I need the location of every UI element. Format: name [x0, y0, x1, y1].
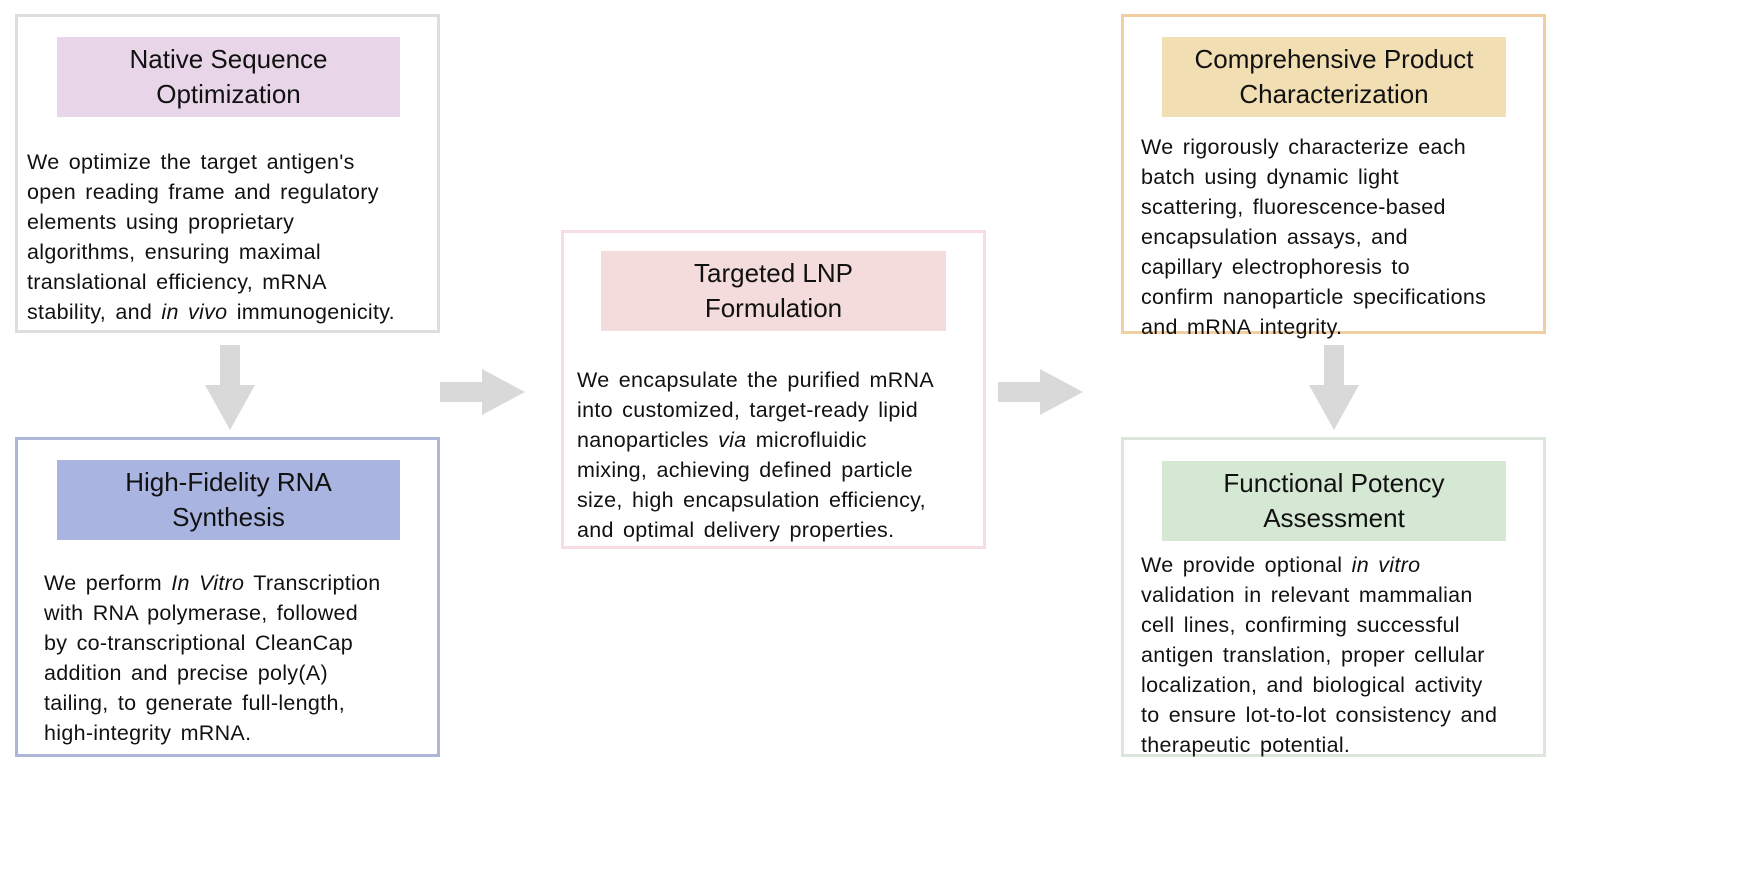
- italic-term: in vitro: [1351, 553, 1421, 577]
- arrow-down-icon: [1309, 345, 1359, 430]
- italic-term: In Vitro: [171, 571, 245, 595]
- step-description: We perform In Vitro Transcription with R…: [44, 571, 381, 745]
- step-description: We optimize the target antigen's open re…: [27, 150, 395, 324]
- italic-term: in vivo: [161, 300, 228, 324]
- italic-term: via: [718, 428, 747, 452]
- arrow-right-icon: [998, 369, 1083, 415]
- arrow-down-icon: [205, 345, 255, 430]
- step-description: We encapsulate the purified mRNA into cu…: [577, 368, 935, 542]
- step-description: We rigorously characterize each batch us…: [1141, 135, 1487, 339]
- step-description: We provide optional in vitro validation …: [1141, 553, 1498, 757]
- arrow-right-icon: [440, 369, 525, 415]
